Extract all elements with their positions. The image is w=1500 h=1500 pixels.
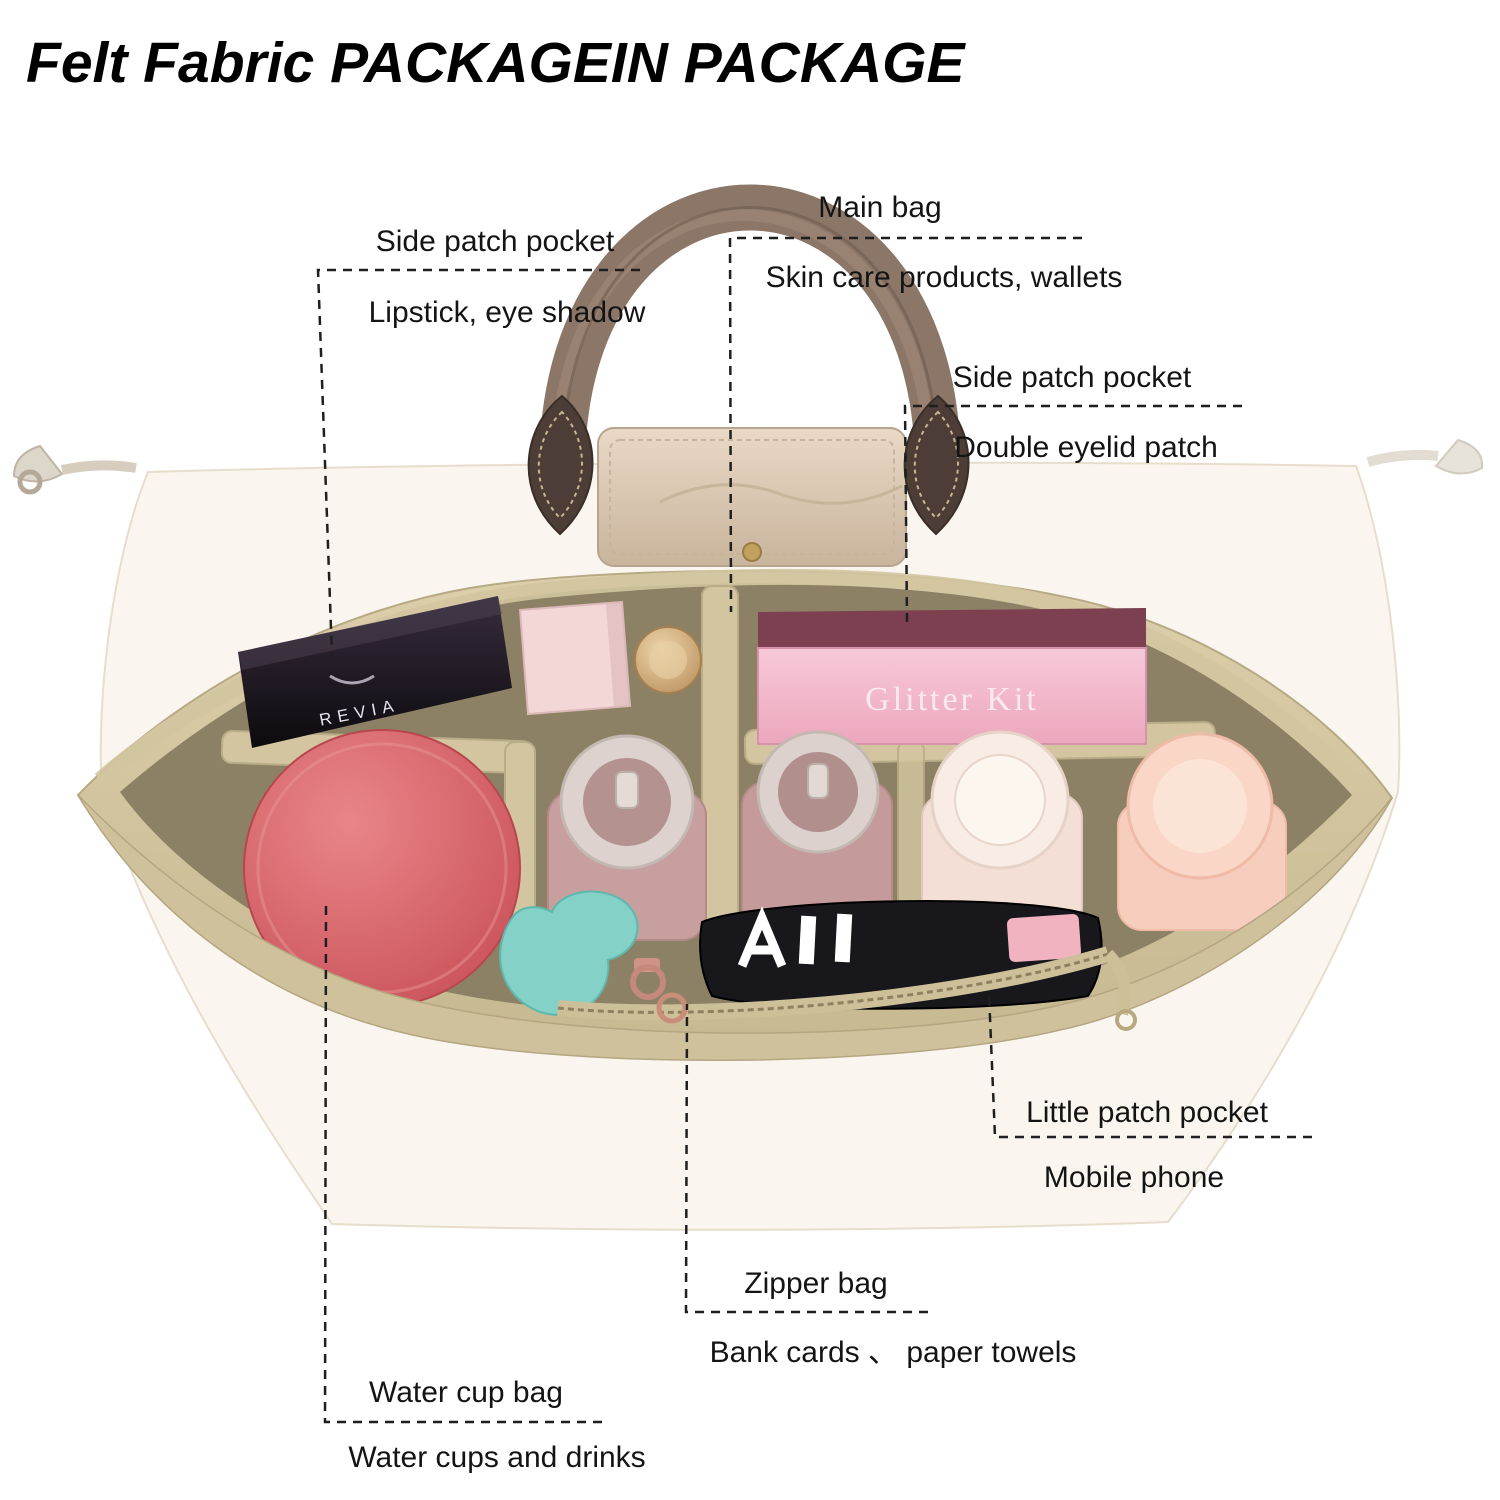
page-title: Felt Fabric PACKAGEIN PACKAGE bbox=[26, 31, 965, 95]
teal-accessory bbox=[499, 890, 639, 1016]
label-main-bag-desc: Skin care products, wallets bbox=[765, 261, 1123, 294]
bag-flap bbox=[597, 427, 907, 567]
gold-lipstick-icon bbox=[634, 626, 702, 694]
handle-tab-right bbox=[903, 394, 970, 536]
label-side-right-desc: Double eyelid patch bbox=[954, 431, 1218, 464]
label-water-cup-title: Water cup bag bbox=[369, 1376, 563, 1409]
leader-line-side-left bbox=[316, 268, 640, 657]
label-side-left-title: Side patch pocket bbox=[375, 225, 615, 258]
pouch-zipper bbox=[557, 946, 1137, 1031]
pink-square-compact bbox=[518, 600, 632, 716]
handle-tab-left bbox=[527, 394, 594, 536]
zipper-pull-icon bbox=[656, 992, 688, 1024]
leader-line-zipper-bag bbox=[684, 1003, 928, 1314]
leader-line-main-bag bbox=[728, 236, 1082, 613]
label-little-pocket-desc: Mobile phone bbox=[1043, 1161, 1225, 1194]
cosmetic-bottles bbox=[547, 730, 1287, 941]
glitter-kit-box: Glitter Kit bbox=[757, 608, 1147, 745]
leader-line-water-cup bbox=[323, 905, 602, 1424]
leader-line-side-right bbox=[903, 404, 1242, 623]
label-zipper-bag-desc: Bank cards 、 paper towels bbox=[709, 1336, 1077, 1369]
leader-lines bbox=[316, 236, 1312, 1424]
right-zipper-pull-icon bbox=[1366, 438, 1484, 475]
label-side-left-desc: Lipstick, eye shadow bbox=[368, 296, 646, 329]
flap-snap-icon bbox=[742, 542, 762, 562]
label-main-bag-title: Main bag bbox=[818, 191, 942, 224]
rose-gold-clip-icon bbox=[630, 958, 666, 1000]
bag-handle bbox=[527, 184, 970, 536]
organizer-front-wall bbox=[77, 794, 1393, 1061]
label-side-right-title: Side patch pocket bbox=[952, 361, 1192, 394]
label-little-pocket-title: Little patch pocket bbox=[1026, 1096, 1268, 1129]
left-zipper-pull-icon bbox=[12, 444, 137, 495]
glitter-kit-label: Glitter Kit bbox=[865, 681, 1039, 718]
label-zipper-bag-title: Zipper bag bbox=[744, 1267, 888, 1300]
label-water-cup-desc: Water cups and drinks bbox=[348, 1441, 646, 1474]
felt-organizer: REVIA Glitter Kit bbox=[76, 568, 1394, 1061]
